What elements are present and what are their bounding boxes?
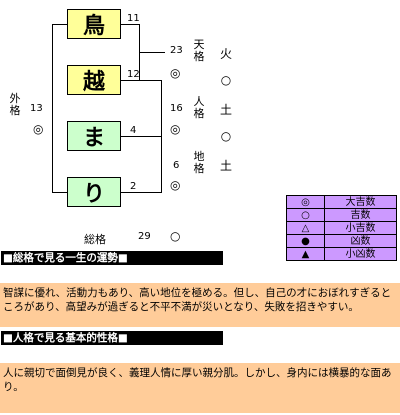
stroke-count-2: 12 <box>127 69 140 80</box>
tenkaku-element: 火 <box>219 47 232 61</box>
legend-symbol: ▲ <box>286 247 325 261</box>
name-char-box-2: 越 <box>67 65 121 95</box>
legend-row: ●凶数 <box>286 234 397 248</box>
tenkaku-symbol: ◎ <box>170 66 181 80</box>
element-link-1: ○ <box>220 73 232 87</box>
connector-line <box>121 24 139 25</box>
soukaku-number: 29 <box>138 231 151 242</box>
gaikaku-number: 13 <box>30 103 43 114</box>
jinkaku-bracket-top <box>139 80 161 81</box>
legend-label: 大吉数 <box>324 195 397 209</box>
jinkaku-symbol: ◎ <box>170 122 181 136</box>
name-char-box-1: 鳥 <box>67 9 121 39</box>
soukaku-section-text: 智謀に優れ、活動力もあり、高い地位を極める。但し、自己の才におぼれすぎるところが… <box>0 283 400 327</box>
jinkaku-section-title: ■人格で見る基本的性格■ <box>1 331 223 345</box>
gaikaku-bracket-vertical <box>52 24 53 193</box>
legend-row: △小吉数 <box>286 221 397 235</box>
soukaku-label: 総格 <box>84 233 106 246</box>
gaikaku-symbol: ◎ <box>33 122 44 136</box>
legend-symbol: ◎ <box>286 195 325 209</box>
name-char-box-4: り <box>67 177 121 207</box>
legend-row: ○吉数 <box>286 208 397 222</box>
jinkaku-number: 16 <box>170 103 183 114</box>
chikaku-number: 6 <box>173 160 180 171</box>
connector-line <box>121 192 139 193</box>
legend-row: ◎大吉数 <box>286 195 397 209</box>
stroke-count-3: 4 <box>130 125 137 136</box>
connector-line <box>121 136 139 137</box>
soukaku-section-title: ■総格で見る一生の運勢■ <box>1 251 223 265</box>
stroke-count-4: 2 <box>130 181 137 192</box>
gaikaku-bracket-top <box>52 24 67 25</box>
soukaku-symbol: ○ <box>170 229 181 243</box>
legend-label: 小吉数 <box>324 221 397 235</box>
name-char-box-3: ま <box>67 121 121 151</box>
chikaku-symbol: ◎ <box>170 178 181 192</box>
chikaku-bracket-bottom <box>139 192 161 193</box>
chikaku-label: 地格 <box>193 150 205 175</box>
legend-row: ▲小凶数 <box>286 247 397 261</box>
gaikaku-label: 外格 <box>9 92 21 117</box>
legend-label: 吉数 <box>324 208 397 222</box>
jinkaku-element: 土 <box>219 103 232 117</box>
legend-symbol: ● <box>286 234 325 248</box>
stroke-count-1: 11 <box>127 13 140 24</box>
legend-table: ◎大吉数 ○吉数 △小吉数 ●凶数 ▲小凶数 <box>286 195 397 261</box>
chikaku-bracket <box>161 136 162 193</box>
element-link-2: ○ <box>220 129 232 143</box>
jinkaku-label: 人格 <box>193 95 205 120</box>
tenkaku-number: 23 <box>170 45 183 56</box>
chikaku-element: 土 <box>219 159 232 173</box>
legend-label: 小凶数 <box>324 247 397 261</box>
tenkaku-label: 天格 <box>193 38 205 63</box>
legend-label: 凶数 <box>324 234 397 248</box>
gaikaku-bracket-bottom <box>52 192 67 193</box>
jinkaku-section-text: 人に親切で面倒見が良く、義理人情に厚い親分肌。しかし、身内には横暴的な面あり。 <box>0 363 400 413</box>
legend-symbol: △ <box>286 221 325 235</box>
legend-symbol: ○ <box>286 208 325 222</box>
jinkaku-bracket <box>161 80 162 137</box>
connector-line <box>121 80 139 81</box>
tenkaku-bracket-mid <box>139 52 165 53</box>
jinkaku-bracket-bottom <box>139 136 161 137</box>
